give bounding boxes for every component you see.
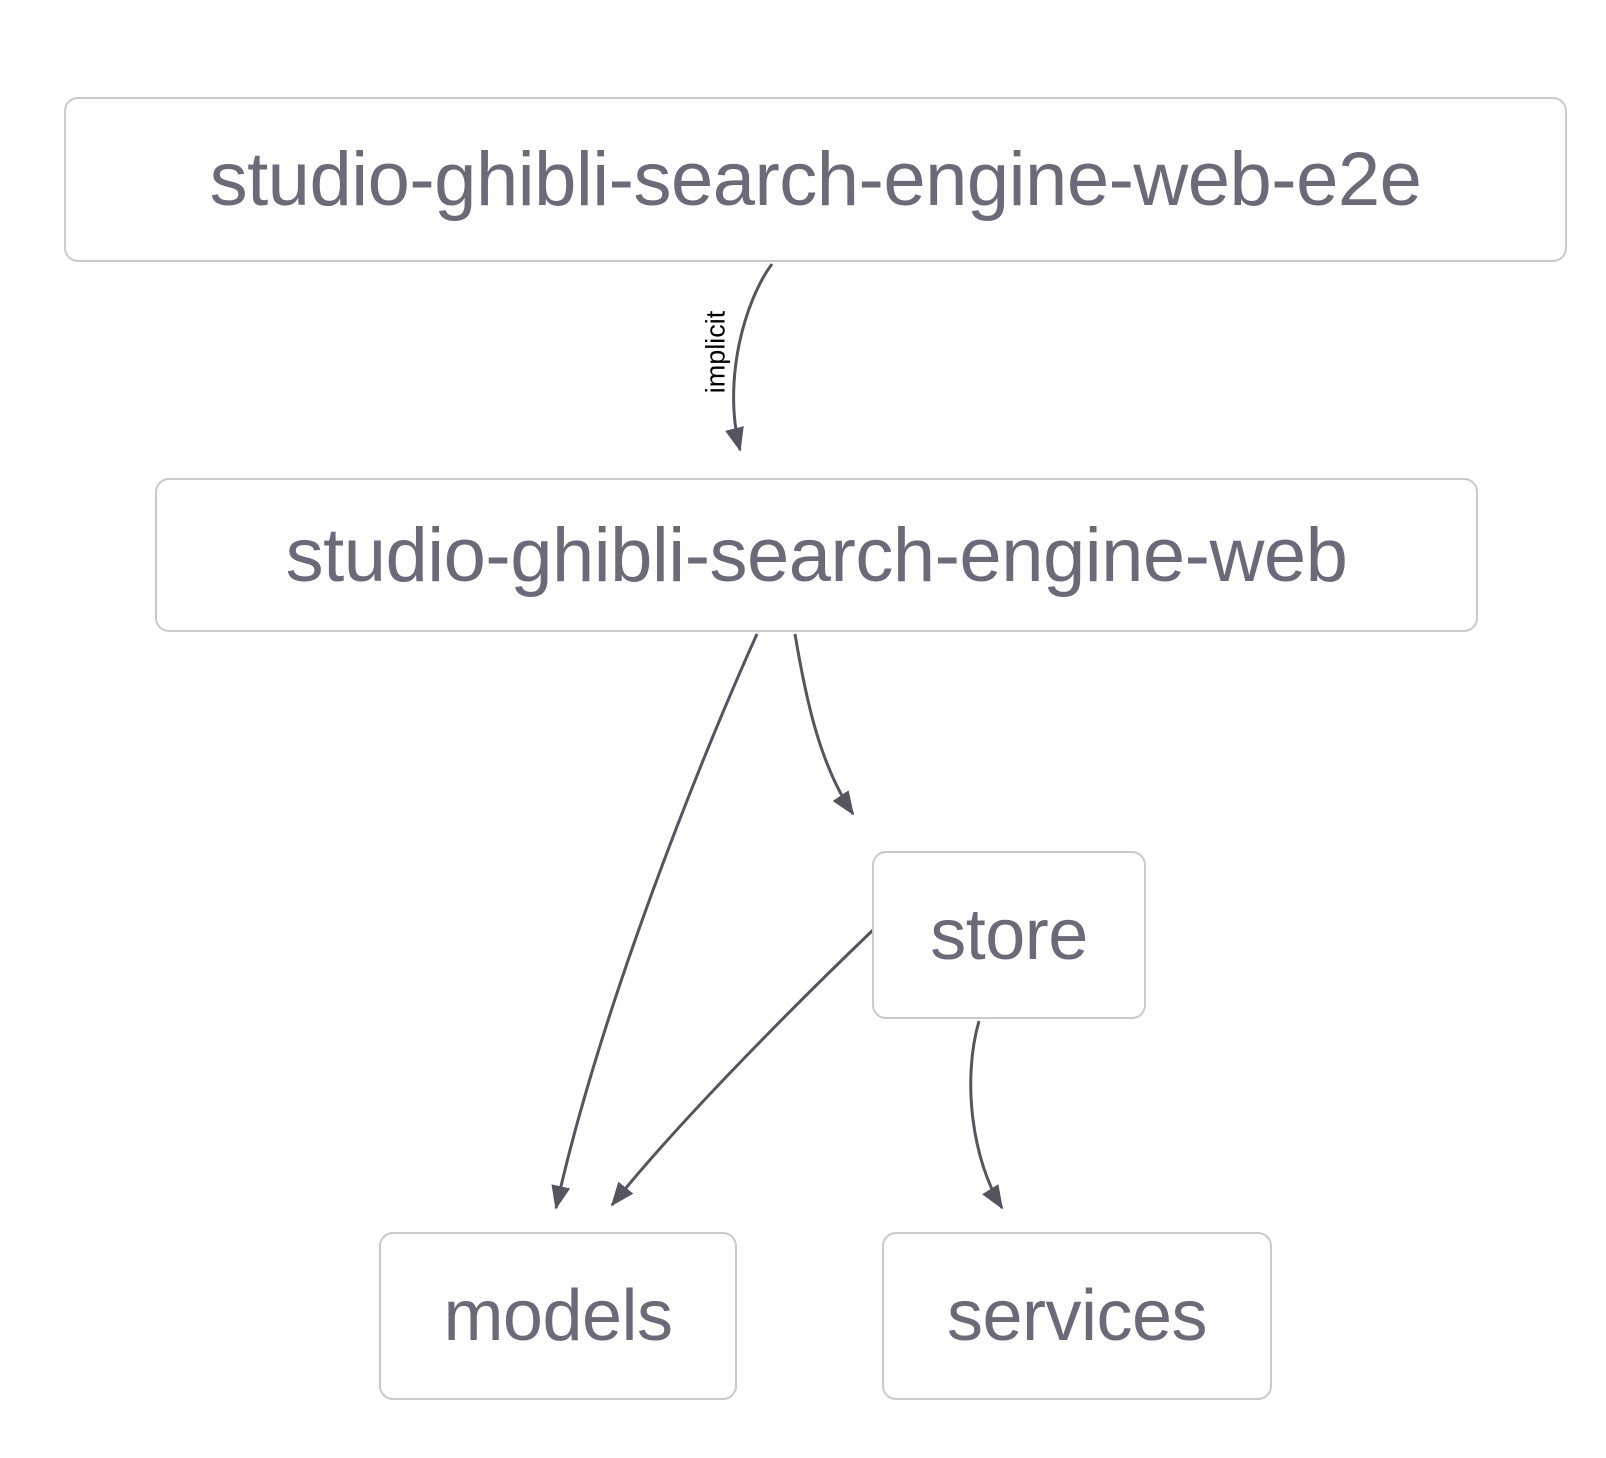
- graph-edge-store-to-services: [969, 1020, 1004, 1210]
- graph-node-studio-ghibli-search-engine-web-e2e[interactable]: studio-ghibli-search-engine-web-e2e: [64, 97, 1567, 262]
- graph-edge-store-to-models: [610, 928, 875, 1207]
- graph-node-label: store: [930, 895, 1088, 975]
- graph-node-label: services: [946, 1276, 1208, 1356]
- graph-node-services[interactable]: services: [882, 1232, 1272, 1400]
- graph-edge-web-to-models: [551, 633, 759, 1210]
- graph-edge-web-to-store: [793, 633, 855, 816]
- graph-node-studio-ghibli-search-engine-web[interactable]: studio-ghibli-search-engine-web: [155, 478, 1478, 632]
- graph-node-store[interactable]: store: [872, 851, 1146, 1019]
- graph-node-label: studio-ghibli-search-engine-web-e2e: [209, 137, 1422, 222]
- graph-node-label: models: [443, 1276, 673, 1356]
- graph-edge-label-e2e-to-web: implicit: [700, 310, 731, 394]
- graph-node-label: studio-ghibli-search-engine-web: [285, 512, 1348, 598]
- graph-node-models[interactable]: models: [379, 1232, 737, 1400]
- graph-edge-e2e-to-web: [725, 263, 774, 452]
